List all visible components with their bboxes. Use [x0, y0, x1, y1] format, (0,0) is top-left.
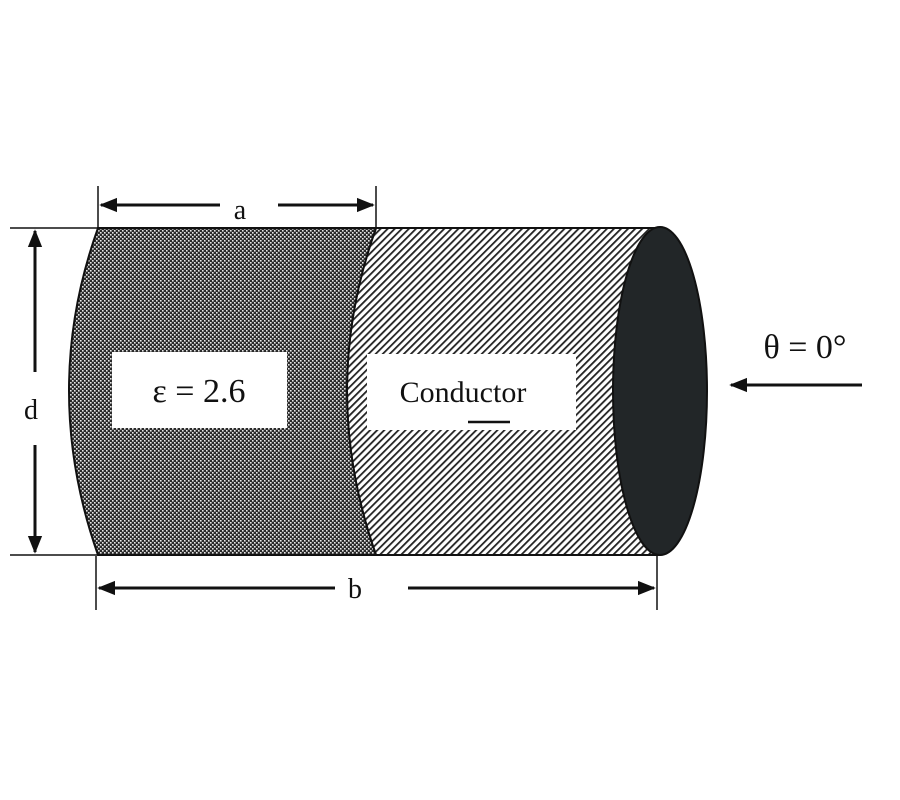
- dim-d-label: d: [24, 395, 38, 426]
- dimension-b: b: [95, 556, 658, 610]
- dimension-d: d: [10, 227, 98, 556]
- conductor-label: Conductor: [400, 376, 527, 409]
- dimension-a: a: [97, 186, 377, 228]
- dielectric-label: ε = 2.6: [153, 373, 246, 410]
- conductor-label-box: [367, 354, 576, 430]
- end-cap: [612, 226, 708, 556]
- dim-a-label: a: [234, 195, 247, 226]
- dielectric-label-box: [112, 352, 287, 428]
- incidence-angle-label: θ = 0°: [763, 329, 846, 366]
- dim-b-label: b: [348, 574, 362, 605]
